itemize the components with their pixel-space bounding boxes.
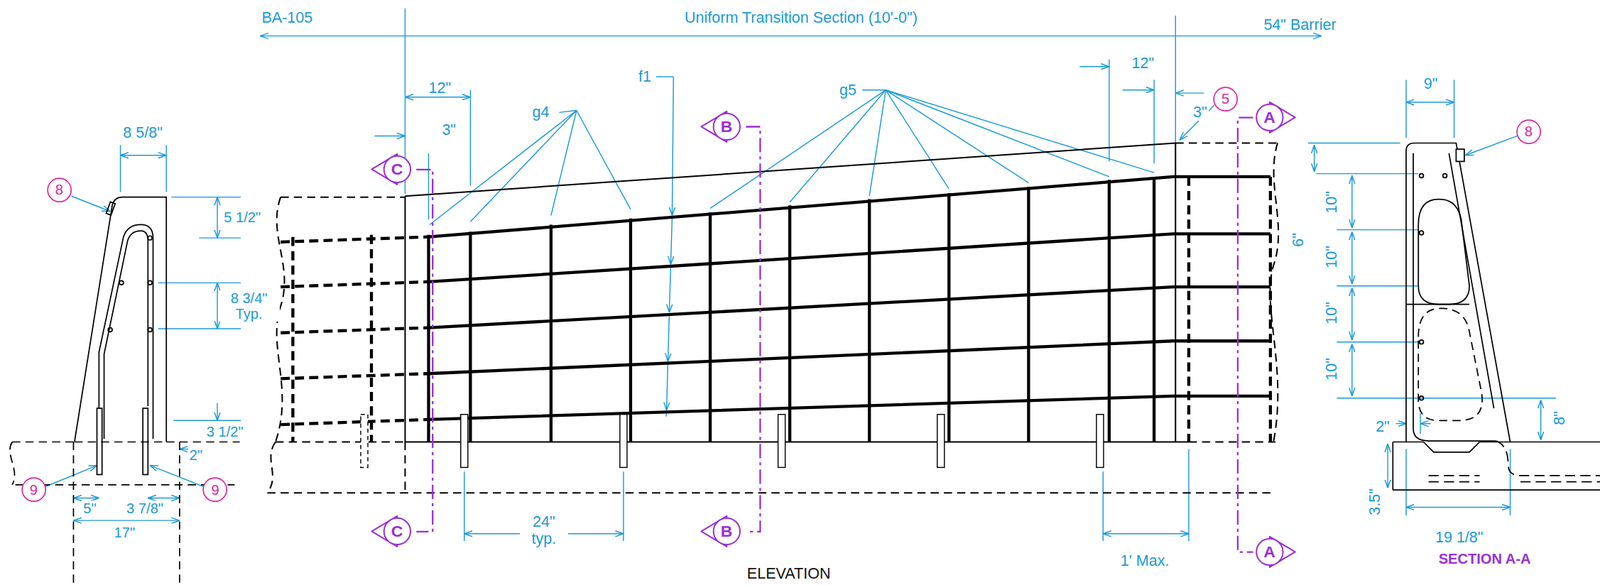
callout-number: 8 [1524, 124, 1533, 139]
dimension-label: 19 1/8" [1433, 529, 1485, 547]
callout-circle: 9 [201, 476, 228, 503]
dimension-label: Uniform Transition Section (10'-0") [683, 9, 919, 27]
dimension-label: 24" typ. [519, 513, 569, 547]
section-letter: A [1263, 543, 1276, 561]
dimension-label: 8 3/4" Typ. [218, 290, 280, 322]
dimension-label: 12" [426, 79, 453, 97]
dimension-label: 17" [112, 524, 138, 541]
callout-number: 9 [29, 482, 38, 498]
dimension-label: 2" [188, 447, 204, 464]
dimension-label: 2" [1374, 418, 1392, 436]
dimension-label: 10" [1323, 244, 1341, 270]
callout-number: 5 [1221, 91, 1230, 106]
callout-circle: 9 [20, 476, 47, 503]
dimension-label: 3 1/2" [205, 423, 246, 440]
section-marker: C [370, 514, 416, 549]
dimension-lines [44, 8, 1556, 542]
dimension-label: 9" [1422, 75, 1440, 93]
section-letter: C [391, 161, 404, 178]
dimension-label: 6" [1289, 231, 1307, 249]
dimension-label: 5 1/2" [222, 209, 263, 226]
callout-circle: 5 [1212, 85, 1239, 113]
dimension-label: 5" [81, 500, 98, 517]
dimension-label: BA-105 [259, 9, 314, 27]
dimension-label: 54" Barrier [1261, 16, 1338, 34]
section-marker: B [700, 514, 745, 549]
dimension-label: 10" [1323, 300, 1341, 326]
section-cut-lines [416, 117, 1253, 553]
section-marker: C [370, 151, 416, 187]
dimension-label: 10" [1323, 189, 1341, 216]
bar-mark: f1 [637, 68, 653, 86]
dimension-label: 3" [1191, 103, 1209, 121]
dimension-label: 10" [1323, 356, 1341, 383]
callout-number: 8 [55, 182, 64, 197]
dimension-label: 3 7/8" [124, 500, 165, 517]
view-title: ELEVATION [745, 565, 833, 583]
section-marker: A [1251, 534, 1297, 570]
barrier-elevation [267, 142, 1279, 493]
dimension-label: 1' Max. [1119, 552, 1172, 570]
dimension-label: 8" [1550, 409, 1569, 427]
section-letter: A [1263, 109, 1276, 126]
section-marker: A [1251, 100, 1297, 135]
section-letter: B [720, 523, 733, 540]
bar-mark: g4 [531, 103, 552, 121]
callout-circle: 8 [1515, 118, 1542, 145]
callout-number: 9 [211, 482, 220, 498]
section-letter: B [720, 118, 733, 135]
dimension-label: 3" [440, 121, 458, 139]
callout-circle: 8 [46, 176, 73, 204]
barrier-section-a-a [1392, 142, 1600, 491]
dimension-label: 12" [1129, 54, 1156, 72]
barrier-section-left [9, 197, 241, 584]
dimension-label: 8 5/8" [121, 124, 165, 142]
dimension-label: 3.5" [1366, 487, 1384, 517]
section-marker: B [700, 109, 745, 145]
bar-mark: g5 [837, 81, 858, 99]
view-title: SECTION A-A [1437, 551, 1533, 567]
section-letter: C [391, 523, 404, 540]
